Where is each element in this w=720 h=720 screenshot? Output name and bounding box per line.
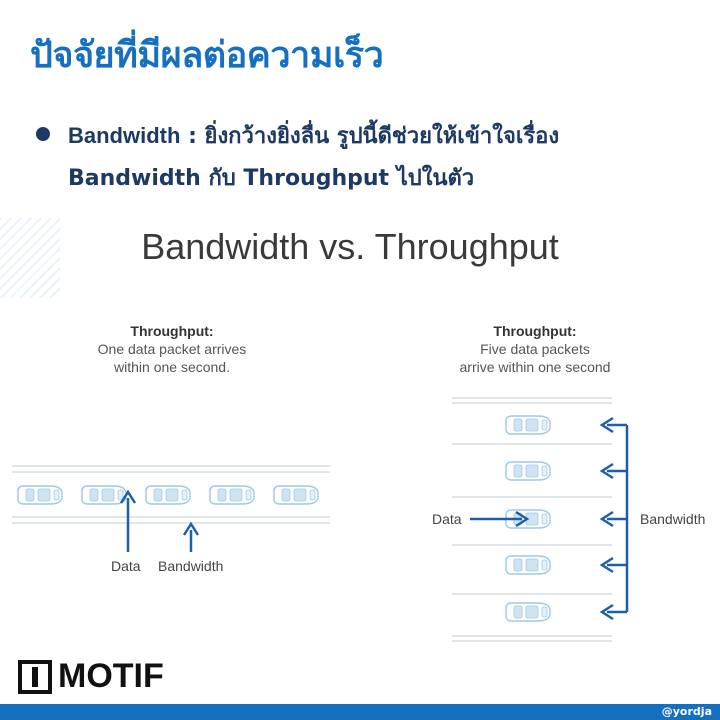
right-arrows [470, 416, 629, 621]
car-icon [505, 602, 551, 622]
car-icon [273, 485, 319, 505]
right-label-bandwidth: Bandwidth [640, 511, 706, 527]
car-icon [505, 415, 551, 435]
left-road [12, 465, 330, 524]
left-caption-line1: One data packet arrives [97, 341, 247, 357]
right-caption-heading: Throughput: [493, 323, 577, 339]
logo-text: MOTIF [58, 657, 164, 695]
left-label-data: Data [111, 558, 141, 574]
bullet-line-2: Bandwidth กับ Throughput ไปในตัว [68, 166, 475, 191]
car-icon [505, 509, 551, 529]
author-handle: @yordja [661, 705, 712, 718]
bullet-line-1: Bandwidth : ยิ่งกว้างยิ่งลื่น รูปนี้ดีช่… [68, 118, 559, 153]
left-label-bandwidth: Bandwidth [158, 558, 224, 574]
car-icon [209, 485, 255, 505]
bullet-term: Bandwidth [68, 123, 181, 148]
right-label-data: Data [432, 511, 462, 527]
right-cars [505, 415, 551, 622]
left-caption-heading: Throughput: [130, 323, 214, 339]
car-icon [17, 485, 63, 505]
decorative-stripes [0, 218, 60, 298]
left-caption-line2: within one second. [114, 359, 230, 375]
right-caption-line2: arrive within one second [459, 359, 611, 375]
brand-logo: MOTIF [18, 657, 164, 696]
bullet-description: : ยิ่งกว้างยิ่งลื่น รูปนี้ดีช่วยให้เข้าใ… [180, 124, 560, 149]
car-icon [505, 555, 551, 575]
right-road [452, 397, 612, 642]
car-icon [81, 485, 127, 505]
page-title: ปัจจัยที่มีผลต่อความเร็ว [30, 35, 384, 76]
logo-mark-icon [18, 659, 52, 694]
car-icon [505, 461, 551, 481]
right-caption-line1: Five data packets [480, 341, 590, 357]
left-caption: Throughput: One data packet arrives with… [62, 322, 282, 376]
bullet-dot [36, 127, 50, 141]
car-icon [145, 485, 191, 505]
left-arrows [119, 489, 200, 552]
left-cars [17, 485, 319, 505]
footer-bar: @yordja [0, 704, 720, 720]
right-caption: Throughput: Five data packets arrive wit… [425, 322, 645, 376]
figure-title: Bandwidth vs. Throughput [141, 226, 559, 267]
